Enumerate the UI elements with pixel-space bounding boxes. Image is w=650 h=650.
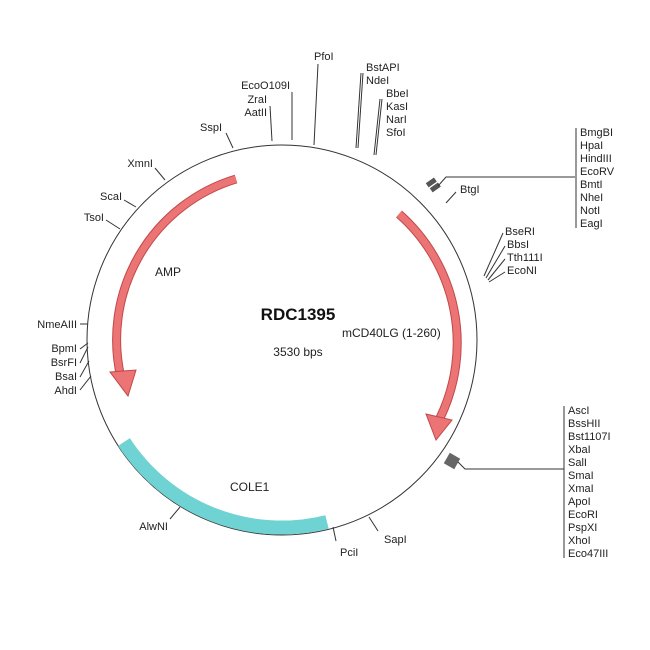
site-bsrfi[interactable]: BsrFI <box>51 357 77 369</box>
site-pfoi[interactable]: PfoI <box>314 51 334 63</box>
mcs2-site[interactable]: SalI <box>568 457 587 469</box>
site-sspi[interactable]: SspI <box>200 122 222 134</box>
site-pcii[interactable]: PciI <box>340 547 358 559</box>
site-sapi[interactable]: SapI <box>384 534 407 546</box>
mcs1-site[interactable]: NotI <box>580 205 600 217</box>
insert-label: mCD40LG (1-260) <box>342 326 441 340</box>
site-alwni[interactable]: AlwNI <box>139 521 168 533</box>
site-eco0109i[interactable]: EcoO109I <box>241 80 290 92</box>
cole1-label: COLE1 <box>230 480 270 494</box>
cole1-feature[interactable] <box>118 438 329 535</box>
mcs2-site[interactable]: Bst1107I <box>568 431 611 443</box>
amp-feature-arrow[interactable] <box>109 174 238 398</box>
mcs1-callout: BmgBI HpaI HindIII EcoRV BmtI NheI NotI … <box>437 127 615 230</box>
mcs2-marker <box>443 452 461 470</box>
mcs2-site[interactable]: ApoI <box>568 496 591 508</box>
mcs2-site[interactable]: XhoI <box>568 535 591 547</box>
mcs1-site[interactable]: BmtI <box>580 179 603 191</box>
site-bbsi[interactable]: BbsI <box>507 239 529 251</box>
mcs2-callout: AscI BssHII Bst1107I XbaI SalI SmaI XmaI… <box>457 405 611 560</box>
site-btgi[interactable]: BtgI <box>460 184 480 196</box>
site-ahdi[interactable]: AhdI <box>54 385 77 397</box>
mcs1-site[interactable]: HindIII <box>580 153 612 165</box>
plasmid-size: 3530 bps <box>273 345 322 359</box>
site-bbei[interactable]: BbeI <box>386 88 409 100</box>
mcs1-site[interactable]: EagI <box>580 218 603 230</box>
amp-label: AMP <box>155 265 181 279</box>
site-econi[interactable]: EcoNI <box>507 265 537 277</box>
site-scai[interactable]: ScaI <box>100 191 122 203</box>
mcd40lg-feature-arrow[interactable] <box>396 210 462 441</box>
mcs1-site[interactable]: NheI <box>580 192 603 204</box>
mcs2-site[interactable]: XbaI <box>568 444 591 456</box>
mcs2-site[interactable]: PspXI <box>568 522 597 534</box>
site-xmni[interactable]: XmnI <box>127 158 153 170</box>
mcs2-site[interactable]: XmaI <box>568 483 594 495</box>
site-bpmi[interactable]: BpmI <box>51 343 77 355</box>
mcs1-site[interactable]: BmgBI <box>580 127 613 139</box>
mcs2-site[interactable]: Eco47III <box>568 548 608 560</box>
site-bstapi[interactable]: BstAPI <box>366 62 400 74</box>
plasmid-backbone <box>86 144 478 536</box>
plasmid-name: RDC1395 <box>261 305 336 324</box>
site-nari[interactable]: NarI <box>386 114 407 126</box>
site-nmeaiii[interactable]: NmeAIII <box>37 319 77 331</box>
mcs1-site[interactable]: HpaI <box>580 140 603 152</box>
site-tsoi[interactable]: TsoI <box>84 212 104 224</box>
site-sfoi[interactable]: SfoI <box>386 127 406 139</box>
mcs1-site[interactable]: EcoRV <box>580 166 615 178</box>
site-bsai[interactable]: BsaI <box>55 371 77 383</box>
site-zrai[interactable]: ZraI <box>247 94 267 106</box>
site-bseri[interactable]: BseRI <box>505 226 535 238</box>
mcs2-site[interactable]: BssHII <box>568 418 600 430</box>
mcs2-site[interactable]: AscI <box>568 405 589 417</box>
mcs2-site[interactable]: SmaI <box>568 470 594 482</box>
site-kasi[interactable]: KasI <box>386 101 408 113</box>
mcs1-marker <box>425 177 441 193</box>
site-ndei[interactable]: NdeI <box>366 75 389 87</box>
mcs2-site[interactable]: EcoRI <box>568 509 598 521</box>
site-aatii[interactable]: AatII <box>244 107 267 119</box>
site-tth111i[interactable]: Tth111I <box>507 252 543 264</box>
